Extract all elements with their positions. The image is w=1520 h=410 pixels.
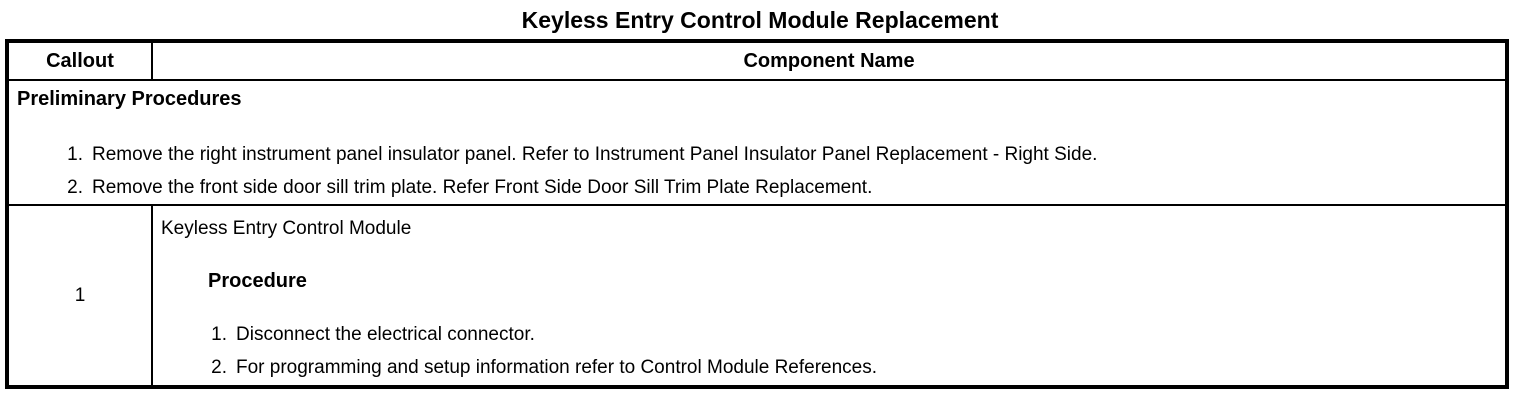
step-text: Remove the right instrument panel insula…: [92, 144, 1098, 165]
step-number: 1.: [67, 144, 83, 165]
procedure-step-2: 2. For programming and setup information…: [161, 351, 1497, 384]
step-number: 2.: [211, 357, 227, 378]
step-text: Disconnect the electrical connector.: [236, 324, 535, 345]
step-text: For programming and setup information re…: [236, 357, 878, 378]
procedure-step-1: 1. Disconnect the electrical connector.: [161, 318, 1497, 351]
callout-component-table: Callout Component Name Preliminary Proce…: [5, 39, 1509, 389]
table-header-row: Callout Component Name: [6, 40, 1508, 81]
step-number: 2.: [67, 177, 83, 198]
procedure-steps: 1. Disconnect the electrical connector. …: [161, 318, 1497, 384]
component-cell: Keyless Entry Control Module Procedure 1…: [151, 204, 1508, 388]
table-row: 1 Keyless Entry Control Module Procedure…: [6, 204, 1508, 388]
preliminary-procedures-row: Preliminary Procedures 1. Remove the rig…: [6, 79, 1508, 206]
preliminary-procedures-cell: Preliminary Procedures 1. Remove the rig…: [6, 79, 1508, 206]
step-number: 1.: [211, 324, 227, 345]
preliminary-procedures-heading: Preliminary Procedures: [17, 88, 242, 110]
column-header-callout: Callout: [6, 40, 153, 81]
page-title: Keyless Entry Control Module Replacement: [521, 7, 999, 33]
preliminary-step-1: 1. Remove the right instrument panel ins…: [17, 138, 1497, 171]
column-header-component-name: Component Name: [151, 40, 1508, 81]
step-text: Remove the front side door sill trim pla…: [92, 177, 873, 198]
callout-value: 1: [6, 204, 153, 388]
component-name: Keyless Entry Control Module: [161, 218, 412, 239]
preliminary-step-2: 2. Remove the front side door sill trim …: [17, 171, 1497, 204]
procedure-heading: Procedure: [208, 270, 307, 292]
